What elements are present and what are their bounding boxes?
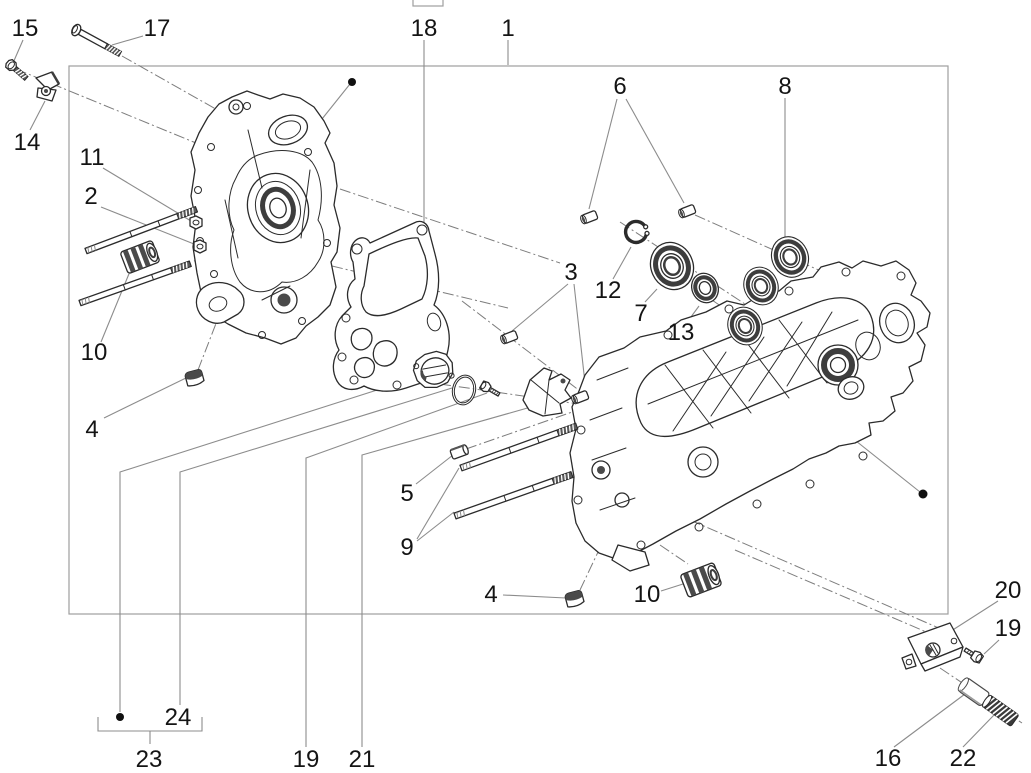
lower-right-lobe <box>837 376 865 400</box>
upper-right-opening <box>878 302 916 344</box>
bolt-19-center <box>479 380 501 397</box>
plug-4-right <box>564 590 585 608</box>
left-crankcase-half <box>190 90 341 345</box>
callout-1: 1 <box>501 15 514 42</box>
group-bracket-23 <box>97 717 203 744</box>
callout-17: 17 <box>144 15 171 42</box>
crankcase-gasket <box>332 220 450 392</box>
cropped-top-element <box>412 0 444 7</box>
stud-9b <box>453 471 574 520</box>
clamp-14 <box>35 71 61 102</box>
bearing-8 <box>770 236 810 278</box>
dowel-6b <box>678 204 697 219</box>
callouts: 15 17 14 11 2 10 4 18 1 6 8 3 12 7 13 5 … <box>12 15 1022 773</box>
left-case-bolt-holes <box>194 102 331 339</box>
callout-10-left: 10 <box>81 339 108 366</box>
callout-19-right: 19 <box>995 615 1022 642</box>
bearing-middle <box>743 266 779 306</box>
callout-14: 14 <box>14 129 41 156</box>
callout-24: 24 <box>165 704 192 731</box>
o-ring-24 <box>451 374 477 406</box>
bolt-15 <box>5 58 29 82</box>
left-case-top-opening <box>267 114 309 146</box>
plug-4-left <box>184 369 205 387</box>
nut-2 <box>193 239 207 254</box>
dowel-3b <box>571 390 590 405</box>
callout-22: 22 <box>950 745 977 772</box>
bearing-7 <box>649 241 695 291</box>
callout-10-right: 10 <box>634 581 661 608</box>
callout-7: 7 <box>634 300 647 327</box>
callout-4-right: 4 <box>484 581 497 608</box>
seal-13 <box>690 272 720 304</box>
cvt-tunnel-opening <box>635 297 875 438</box>
dowel-6a <box>580 210 599 225</box>
spring-22 <box>982 694 1019 727</box>
callout-16: 16 <box>875 745 902 772</box>
callout-2: 2 <box>84 183 97 210</box>
circlip-12 <box>623 219 650 245</box>
callout-23: 23 <box>136 746 163 773</box>
cap-5 <box>449 444 469 460</box>
callout-21: 21 <box>349 746 376 773</box>
callout-4-left: 4 <box>85 416 98 443</box>
callout-9: 9 <box>400 534 413 561</box>
callout-6: 6 <box>613 73 626 100</box>
callout-3: 3 <box>564 259 577 286</box>
small-parts <box>5 23 1019 727</box>
callout-8: 8 <box>778 73 791 100</box>
reference-dot-right-case <box>918 489 928 499</box>
screw-19-right <box>963 647 985 664</box>
callout-13: 13 <box>668 319 695 346</box>
crankshaft-bore <box>817 344 859 386</box>
oil-pump-cover <box>412 350 455 389</box>
callout-5: 5 <box>400 480 413 507</box>
left-case-main-bore <box>246 172 310 244</box>
callout-11: 11 <box>80 144 105 171</box>
reference-dot-bottom <box>116 713 124 721</box>
nut-11 <box>189 215 203 230</box>
callout-12: 12 <box>595 277 622 304</box>
right-crankcase-half <box>569 260 931 572</box>
stud-9a <box>459 422 579 472</box>
bushing-10-right <box>680 562 722 598</box>
dowel-3a <box>500 330 519 345</box>
leader-lines <box>12 35 1000 748</box>
callout-20: 20 <box>995 577 1022 604</box>
right-case-bolt-holes <box>573 267 906 550</box>
bearing-lower <box>727 306 763 346</box>
callout-15: 15 <box>12 15 39 42</box>
deflector-plate-21 <box>522 367 572 417</box>
bracket-20 <box>901 622 964 672</box>
stud-2 <box>78 260 192 307</box>
bolt-17 <box>71 23 123 58</box>
stud-11 <box>84 206 199 255</box>
callout-18: 18 <box>411 15 438 42</box>
bushing-10-left <box>120 240 160 274</box>
reference-dot-left-case <box>348 78 356 86</box>
diagram-frame <box>68 0 949 615</box>
callout-19-bottom: 19 <box>293 746 320 773</box>
main-border-box <box>68 65 949 615</box>
